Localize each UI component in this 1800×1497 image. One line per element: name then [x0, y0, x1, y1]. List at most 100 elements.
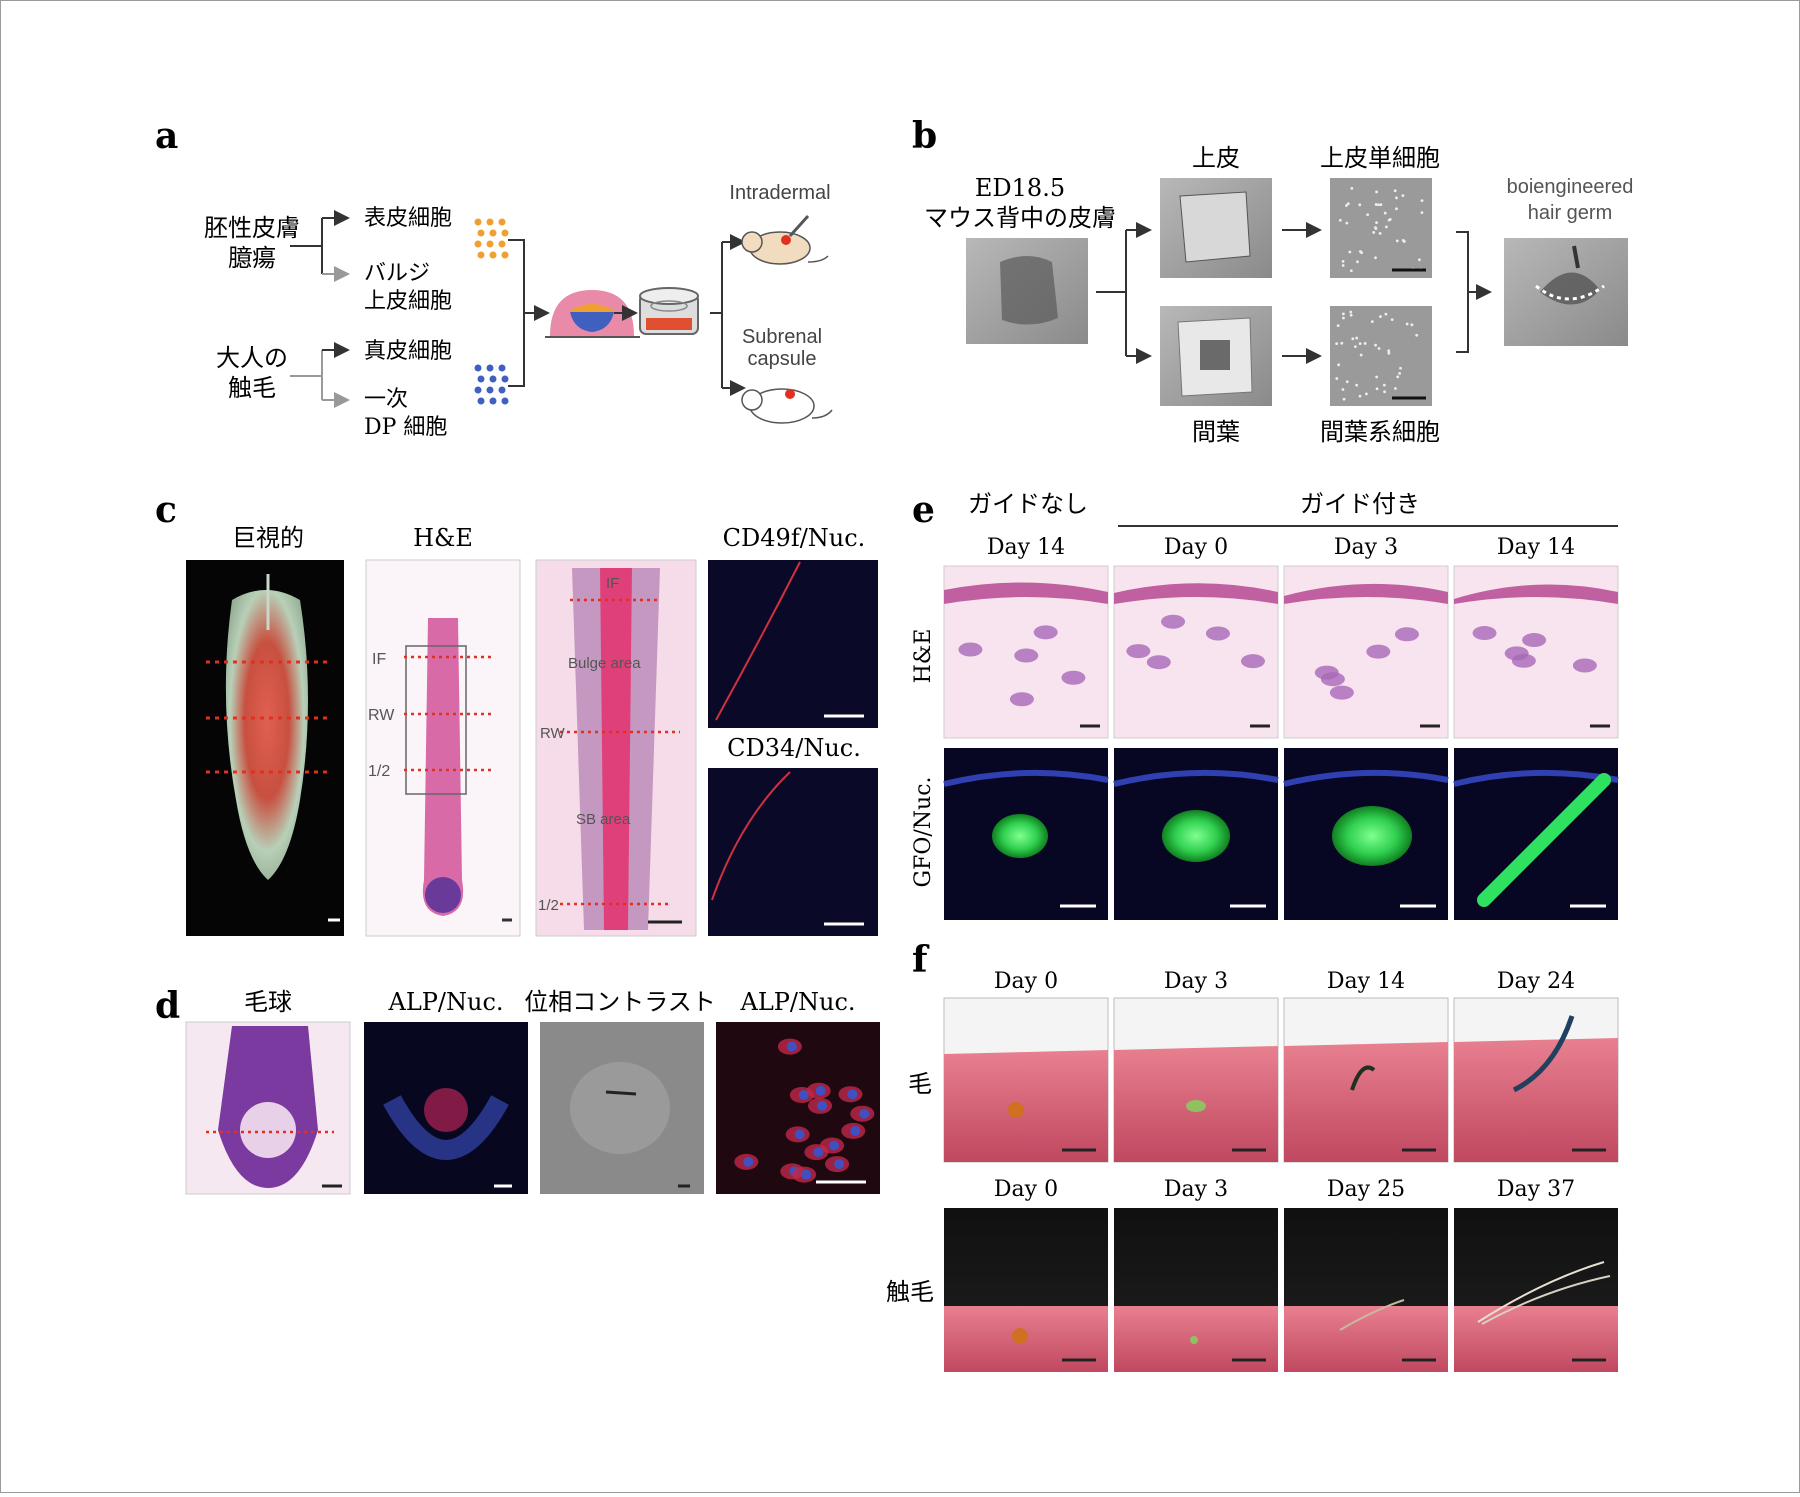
- cell-speck: [1341, 312, 1345, 316]
- cell-speck: [1385, 225, 1388, 229]
- d-alp1-label: ALP/Nuc.: [387, 988, 503, 1016]
- c-he-zoom-box: [405, 645, 467, 795]
- d-phase-aggregate: [570, 1062, 670, 1154]
- f-graft: [1186, 1100, 1206, 1112]
- cell-speck: [1350, 187, 1354, 190]
- e-he-gland: [1061, 670, 1086, 685]
- b-split-lines: [1096, 230, 1127, 356]
- e-he-gland: [1146, 655, 1171, 670]
- cell-speck: [1377, 347, 1381, 350]
- cell-speck: [1336, 324, 1340, 327]
- cell-dermal: 真皮細胞: [364, 339, 452, 364]
- c-scale-bars: [328, 714, 864, 926]
- cell-speck: [1358, 250, 1362, 253]
- b-epithelium-sheet: [1179, 191, 1251, 263]
- cell-dot: [489, 251, 497, 259]
- e-gfp-epidermis: [1283, 769, 1449, 787]
- source-adult-line1: 大人の: [216, 344, 288, 372]
- alp-nucleus: [813, 1147, 824, 1158]
- cell-speck: [1374, 343, 1377, 347]
- cell-speck: [1382, 383, 1386, 387]
- f-hair-skin: [1284, 1042, 1448, 1162]
- panel-e-letter: e: [912, 489, 935, 531]
- cell-dp-line2: DP 細胞: [364, 415, 447, 440]
- cell-dot: [489, 397, 497, 405]
- cell-dot: [501, 397, 509, 405]
- cell-speck: [1342, 316, 1345, 320]
- cell-speck: [1348, 250, 1352, 254]
- cell-speck: [1344, 204, 1348, 207]
- f-day-label: Day 25: [1327, 1177, 1405, 1202]
- culture-dish-icon: [639, 287, 699, 335]
- cell-speck: [1356, 260, 1359, 264]
- f-row-whisker-label: 触毛: [886, 1278, 934, 1306]
- f-day-label: Day 37: [1497, 1177, 1575, 1202]
- panel-b-letter: b: [912, 115, 937, 157]
- f-row-hair-label: 毛: [908, 1070, 932, 1098]
- cell-bulge-line2: 上皮細胞: [364, 289, 452, 314]
- cell-epidermal: 表皮細胞: [364, 206, 452, 231]
- e-day-label: Day 14: [987, 535, 1065, 560]
- cell-speck: [1345, 221, 1349, 225]
- cell-speck: [1363, 342, 1367, 345]
- cell-dot: [474, 240, 482, 248]
- cell-dot: [486, 386, 494, 394]
- b-mesenchymal-cells-label: 間葉系細胞: [1320, 418, 1440, 446]
- cell-speck: [1366, 213, 1370, 217]
- e-gfp-follicle: [1477, 773, 1611, 907]
- cell-speck: [1335, 377, 1339, 380]
- e-he-gland: [1522, 633, 1547, 648]
- cell-dot: [477, 251, 485, 259]
- f-image-grid: [943, 997, 1619, 1372]
- cell-speck: [1420, 199, 1424, 203]
- c-zoom-half-label: 1/2: [538, 897, 559, 914]
- e-no-guide-label: ガイドなし: [968, 490, 1088, 518]
- c-cd34-label: CD34/Nuc.: [727, 734, 861, 762]
- cell-speck: [1374, 256, 1377, 260]
- cell-dot: [477, 229, 485, 237]
- panel-a: a 胚性皮膚 臆瘍 大人の 触毛 表皮細胞 バルジ 上皮細胞 真皮細胞 一次 D…: [155, 115, 833, 440]
- b-epithelium-label: 上皮: [1192, 144, 1240, 172]
- cell-dot: [477, 375, 485, 383]
- panel-c: c 巨視的 H&E CD49f/Nuc. CD34/Nuc. IF RW 1/2: [155, 489, 878, 937]
- cell-speck: [1387, 349, 1391, 353]
- c-cd34-photo: [708, 768, 878, 936]
- cell-dot: [498, 240, 506, 248]
- cell-dp-line1: 一次: [364, 387, 408, 412]
- cell-dot: [486, 240, 494, 248]
- alp-nucleus: [817, 1100, 828, 1111]
- cell-dot: [489, 229, 497, 237]
- e-he-gland: [1511, 653, 1536, 668]
- b-mesenchymal-cells-photo: [1330, 306, 1432, 406]
- alp-nucleus: [786, 1041, 797, 1052]
- c-cd49f-signal: [715, 561, 801, 721]
- cell-speck: [1345, 380, 1349, 384]
- cell-speck: [1418, 258, 1421, 262]
- cell-dot: [501, 375, 509, 383]
- d-alp1-bulb: [383, 1095, 509, 1160]
- cell-speck: [1383, 211, 1387, 215]
- alp-nucleus: [815, 1085, 826, 1096]
- source-embryonic-line2: 臆瘍: [228, 244, 276, 272]
- alp-nucleus: [798, 1090, 809, 1101]
- b-germ-shaft: [1572, 245, 1580, 269]
- cell-speck: [1349, 313, 1353, 317]
- cell-speck: [1335, 342, 1339, 346]
- f-new-whisker: [1481, 1275, 1611, 1325]
- cell-aggregate-drop-icon: [545, 290, 640, 338]
- e-he-gland: [1366, 644, 1391, 659]
- e-he-gland: [1161, 614, 1186, 629]
- f-graft: [1012, 1328, 1028, 1344]
- b-epithelial-cells-photo: [1330, 178, 1432, 278]
- cell-speck: [1379, 315, 1382, 318]
- cell-speck: [1401, 194, 1405, 198]
- d-alp1-papilla: [424, 1088, 468, 1132]
- e-he-gland: [1014, 648, 1039, 663]
- d-alp2-cells: [734, 1038, 875, 1183]
- c-zoom-sb-label: SB area: [576, 811, 631, 828]
